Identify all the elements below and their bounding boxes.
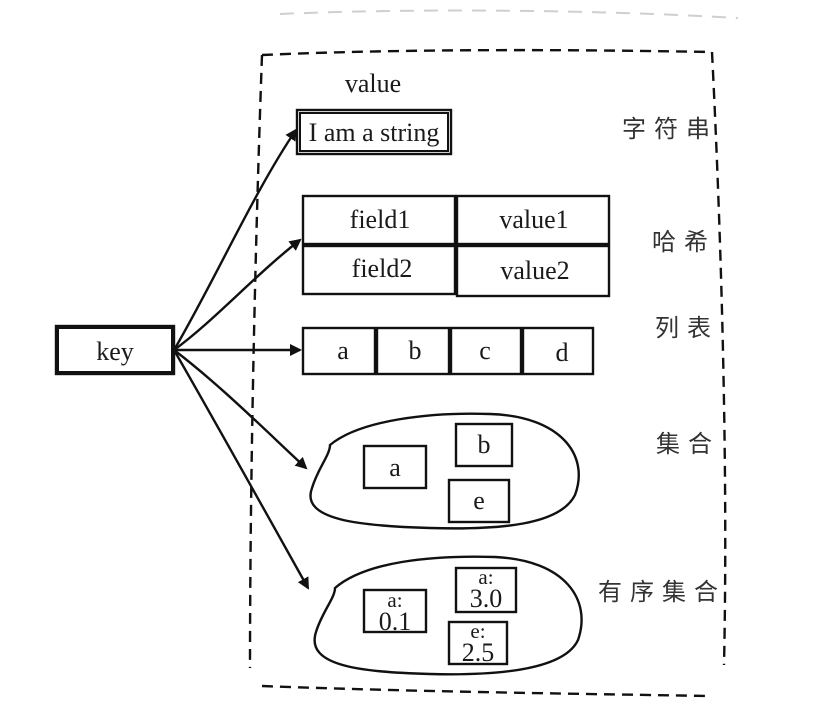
arrow-to-set	[173, 349, 308, 470]
set-member-3: e	[473, 486, 485, 515]
zset-member-2-name: a:	[478, 565, 493, 589]
key-box: key	[54, 324, 176, 376]
arrows	[172, 128, 310, 590]
key-label: key	[96, 337, 134, 366]
zset-member-2-score: 3.0	[470, 584, 503, 613]
hash-type-label: 哈希	[652, 228, 716, 256]
zset-member-1-name: a:	[387, 588, 402, 612]
zset-type-label: 有序集合	[598, 578, 726, 606]
zset-member-3-score: 2.5	[462, 638, 495, 667]
hash-field-2: field2	[352, 254, 413, 283]
zset-blob: a: 0.1 a: 3.0 e: 2.5	[313, 555, 583, 676]
list-item-2: b	[409, 336, 422, 365]
list-type-label: 列表	[655, 314, 719, 342]
hash-field-1: field1	[350, 205, 411, 234]
background-dashed-line	[279, 9, 739, 19]
value-label: value	[345, 69, 401, 98]
hash-table: field1 value1 field2 value2	[301, 194, 611, 298]
set-blob: a b e	[309, 412, 580, 530]
value-container	[248, 48, 727, 698]
list-item-1: a	[337, 336, 349, 365]
list-item-3: c	[479, 336, 491, 365]
hash-value-2: value2	[500, 256, 569, 285]
set-member-2: b	[478, 430, 491, 459]
string-value-box: I am a string	[295, 108, 453, 156]
set-type-label: 集合	[656, 430, 720, 458]
list-item-4: d	[556, 338, 569, 367]
string-value-text: I am a string	[309, 118, 440, 147]
hash-value-1: value1	[499, 205, 568, 234]
list-row: a b c d	[301, 326, 595, 376]
string-type-label: 字符串	[622, 115, 718, 143]
arrow-to-zset	[172, 349, 310, 590]
zset-member-1-score: 0.1	[379, 607, 412, 636]
arrow-to-hash	[173, 238, 302, 351]
zset-member-3-name: e:	[470, 619, 485, 643]
arrow-to-string	[172, 128, 298, 351]
set-member-1: a	[389, 453, 401, 482]
